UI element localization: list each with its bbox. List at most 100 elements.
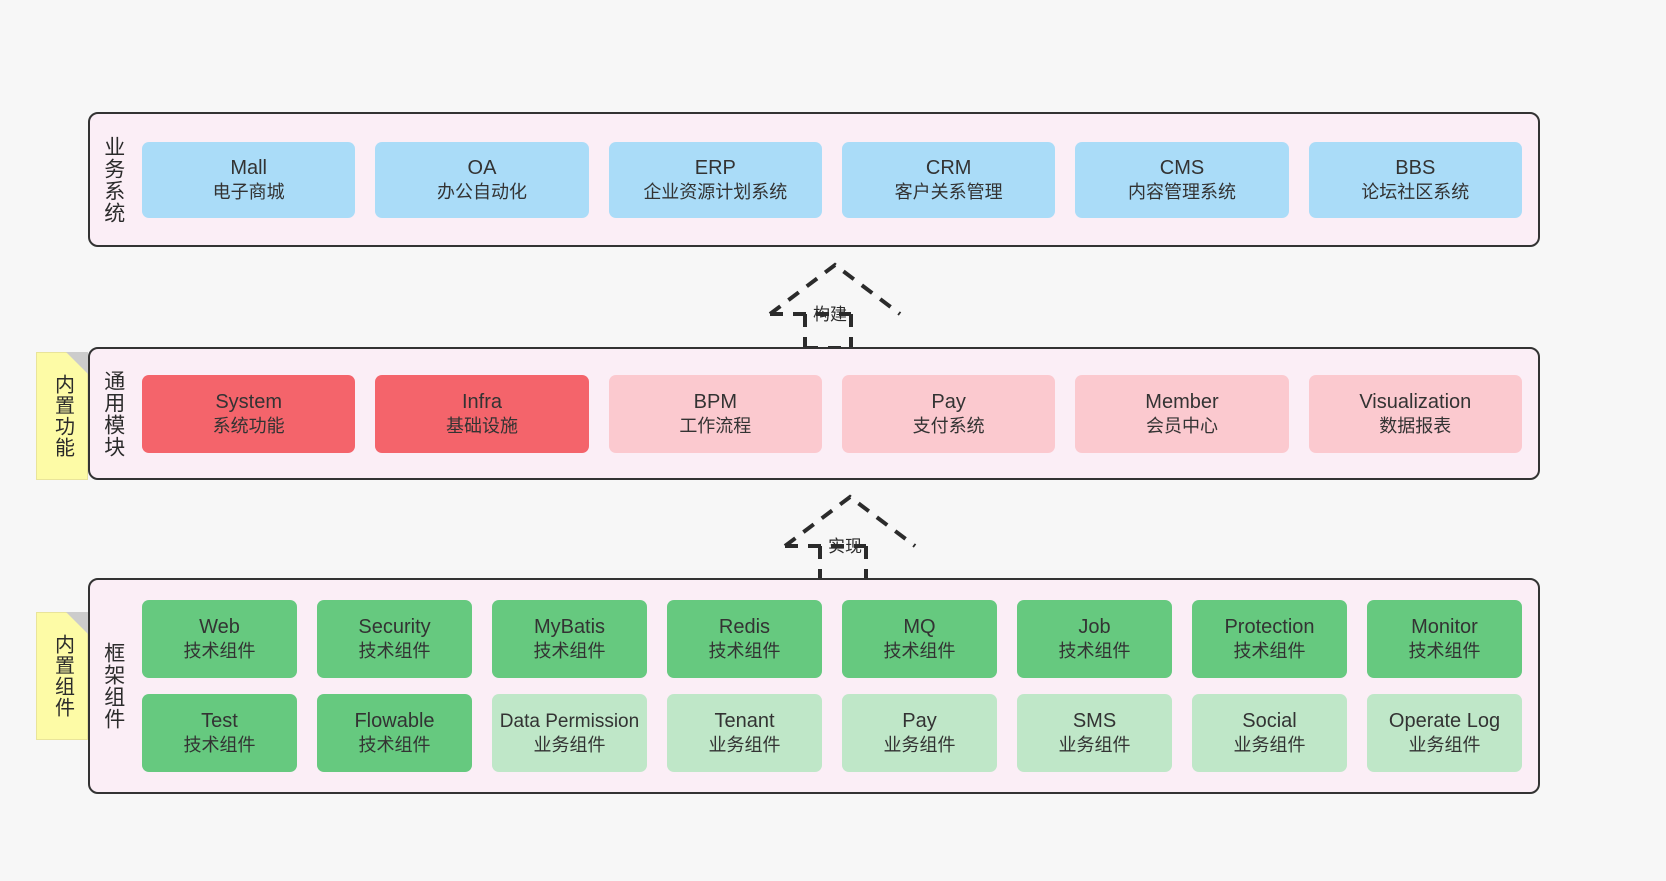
- card-subtitle: 业务组件: [708, 735, 781, 756]
- card-security[interactable]: Security 技术组件: [317, 600, 472, 678]
- layer-body-framework-components: Web 技术组件 Security 技术组件 MyBatis 技术组件 Redi…: [136, 580, 1538, 792]
- card-mall[interactable]: Mall 电子商城: [142, 141, 356, 218]
- card-title: ERP: [694, 156, 736, 179]
- layer-title-common-modules: 通用模块: [101, 369, 125, 458]
- layer-common-modules: 通用模块 System 系统功能 Infra 基础设施 BPM 工作流程 Pay…: [88, 347, 1540, 480]
- card-title: Pay: [902, 710, 937, 733]
- build-arrow-label: 构建: [813, 305, 847, 324]
- card-bbs[interactable]: BBS 论坛社区系统: [1308, 141, 1522, 218]
- card-title: Member: [1145, 390, 1219, 413]
- card-row: Web 技术组件 Security 技术组件 MyBatis 技术组件 Redi…: [142, 600, 1522, 678]
- card-pay[interactable]: Pay 支付系统: [841, 374, 1056, 453]
- card-redis[interactable]: Redis 技术组件: [667, 600, 822, 678]
- card-title: Pay: [931, 390, 966, 413]
- card-subtitle: 数据报表: [1379, 415, 1452, 436]
- card-subtitle: 技术组件: [708, 641, 781, 662]
- card-subtitle: 技术组件: [1233, 641, 1306, 662]
- implement-arrow-label: 实现: [828, 537, 862, 556]
- card-subtitle: 工作流程: [679, 415, 752, 436]
- card-infra[interactable]: Infra 基础设施: [375, 374, 589, 453]
- card-title: BPM: [693, 390, 737, 413]
- card-title: System: [215, 390, 282, 413]
- layer-body-common-modules: System 系统功能 Infra 基础设施 BPM 工作流程 Pay 支付系统…: [136, 349, 1538, 478]
- card-subtitle: 技术组件: [883, 641, 956, 662]
- card-title: Flowable: [354, 710, 435, 733]
- layer-title-framework-components: 框架组件: [101, 642, 125, 730]
- note-fold-corner-icon: [66, 352, 88, 374]
- card-row: Test 技术组件 Flowable 技术组件 Data Permission …: [142, 694, 1522, 772]
- card-subtitle: 业务组件: [1408, 735, 1481, 756]
- card-mq[interactable]: MQ 技术组件: [842, 600, 997, 678]
- card-title: Monitor: [1411, 616, 1478, 639]
- card-visualization[interactable]: Visualization 数据报表: [1308, 374, 1522, 453]
- card-title: Data Permission: [499, 710, 640, 732]
- card-test[interactable]: Test 技术组件: [142, 694, 297, 772]
- card-social[interactable]: Social 业务组件: [1192, 694, 1347, 772]
- card-subtitle: 办公自动化: [436, 181, 527, 202]
- note-label: 内置组件: [51, 634, 74, 718]
- card-title: Visualization: [1359, 390, 1472, 413]
- card-flowable[interactable]: Flowable 技术组件: [317, 694, 472, 772]
- card-title: Mall: [230, 156, 267, 179]
- card-system[interactable]: System 系统功能: [142, 374, 356, 453]
- card-subtitle: 技术组件: [183, 735, 256, 756]
- card-subtitle: 电子商城: [212, 181, 285, 202]
- note-label: 内置功能: [51, 374, 74, 458]
- card-row: System 系统功能 Infra 基础设施 BPM 工作流程 Pay 支付系统…: [142, 374, 1522, 453]
- card-mybatis[interactable]: MyBatis 技术组件: [492, 600, 647, 678]
- card-job[interactable]: Job 技术组件: [1017, 600, 1172, 678]
- card-member[interactable]: Member 会员中心: [1075, 374, 1289, 453]
- card-subtitle: 论坛社区系统: [1361, 181, 1470, 202]
- card-subtitle: 技术组件: [1058, 641, 1131, 662]
- card-title: Infra: [461, 390, 502, 413]
- card-tenant[interactable]: Tenant 业务组件: [667, 694, 822, 772]
- card-title: Test: [201, 710, 238, 733]
- card-oa[interactable]: OA 办公自动化: [375, 141, 589, 218]
- card-pay-biz[interactable]: Pay 业务组件: [842, 694, 997, 772]
- layer-framework-components: 框架组件 Web 技术组件 Security 技术组件 MyBatis 技术组件…: [88, 578, 1540, 794]
- card-data-permission[interactable]: Data Permission 业务组件: [492, 694, 647, 772]
- card-web[interactable]: Web 技术组件: [142, 600, 297, 678]
- card-operate-log[interactable]: Operate Log 业务组件: [1367, 694, 1522, 772]
- implement-arrow: 实现: [770, 490, 930, 582]
- card-subtitle: 系统功能: [212, 415, 285, 436]
- layer-business-systems: 业务系统 Mall 电子商城 OA 办公自动化 ERP 企业资源计划系统 CRM…: [88, 112, 1540, 247]
- card-title: CMS: [1159, 156, 1205, 179]
- card-title: Social: [1242, 710, 1297, 733]
- card-subtitle: 客户关系管理: [894, 181, 1003, 202]
- card-erp[interactable]: ERP 企业资源计划系统: [608, 141, 822, 218]
- card-subtitle: 业务组件: [883, 735, 956, 756]
- card-subtitle: 技术组件: [358, 735, 431, 756]
- card-row: Mall 电子商城 OA 办公自动化 ERP 企业资源计划系统 CRM 客户关系…: [142, 141, 1522, 218]
- card-subtitle: 技术组件: [358, 641, 431, 662]
- card-subtitle: 支付系统: [912, 415, 985, 436]
- card-title: Redis: [718, 616, 771, 639]
- card-title: Tenant: [714, 710, 775, 733]
- card-subtitle: 业务组件: [1058, 735, 1131, 756]
- note-fold-corner-icon: [66, 612, 88, 634]
- card-title: SMS: [1072, 710, 1117, 733]
- layer-title-business-systems: 业务系统: [101, 135, 125, 224]
- card-subtitle: 业务组件: [533, 734, 606, 755]
- card-title: Operate Log: [1388, 710, 1501, 733]
- card-monitor[interactable]: Monitor 技术组件: [1367, 600, 1522, 678]
- card-subtitle: 企业资源计划系统: [643, 181, 788, 202]
- card-title: Job: [1078, 616, 1111, 639]
- card-subtitle: 技术组件: [533, 641, 606, 662]
- card-title: BBS: [1395, 156, 1436, 179]
- card-title: CRM: [925, 156, 972, 179]
- layer-body-business-systems: Mall 电子商城 OA 办公自动化 ERP 企业资源计划系统 CRM 客户关系…: [136, 114, 1538, 245]
- card-subtitle: 会员中心: [1145, 415, 1218, 436]
- card-bpm[interactable]: BPM 工作流程: [608, 374, 822, 453]
- card-title: OA: [467, 156, 497, 179]
- card-title: Protection: [1224, 616, 1315, 639]
- build-arrow: 构建: [755, 258, 915, 350]
- card-sms[interactable]: SMS 业务组件: [1017, 694, 1172, 772]
- card-cms[interactable]: CMS 内容管理系统: [1075, 141, 1289, 218]
- card-title: MyBatis: [533, 616, 606, 639]
- card-subtitle: 内容管理系统: [1127, 181, 1236, 202]
- card-title: MQ: [903, 616, 936, 639]
- card-protection[interactable]: Protection 技术组件: [1192, 600, 1347, 678]
- card-crm[interactable]: CRM 客户关系管理: [841, 141, 1056, 218]
